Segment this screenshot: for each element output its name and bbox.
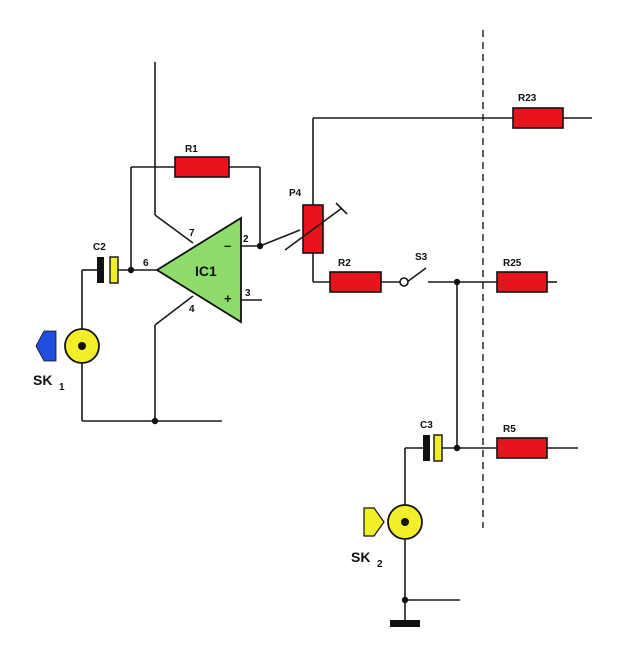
opamp-label: IC1 (195, 263, 217, 279)
capacitor-c2: C2 (93, 242, 119, 284)
c2-plate (109, 256, 119, 284)
r2-label: R2 (338, 258, 351, 269)
potentiometer-p4: P4 (284, 188, 348, 254)
c3-label: C3 (420, 420, 433, 431)
r1-label: R1 (185, 144, 198, 155)
sk2-label: SK (351, 549, 370, 565)
output-arrow-icon (363, 507, 385, 537)
opamp-plus-sign: + (224, 291, 232, 306)
jack-sk1: SK 1 (33, 328, 100, 393)
resistor-r1 (174, 156, 230, 178)
opamp-ic1: IC1 – + 2 3 6 7 4 (143, 216, 251, 324)
switch-s3: S3 (399, 252, 428, 287)
ground-symbol (390, 620, 420, 627)
capacitor-c3: C3 (420, 420, 443, 462)
pin-7-label: 7 (189, 228, 195, 239)
opamp-triangle (155, 216, 242, 324)
pin-4-label: 4 (189, 304, 195, 315)
resistor-r25 (496, 271, 548, 293)
r23-label: R23 (518, 93, 537, 104)
p4-label: P4 (289, 188, 302, 199)
r25-label: R25 (503, 258, 522, 269)
sk2-subscript: 2 (377, 559, 383, 570)
jack-sk2: SK 2 (351, 504, 423, 570)
r5-label: R5 (503, 424, 516, 435)
s3-label: S3 (415, 252, 428, 263)
junction-dots (127, 242, 461, 604)
resistor-r2 (329, 271, 382, 293)
c2-label: C2 (93, 242, 106, 253)
input-arrow-icon (35, 330, 57, 362)
pin-2-label: 2 (243, 234, 249, 245)
c3-plate (433, 434, 443, 462)
pin-3-label: 3 (245, 288, 251, 299)
resistor-r5 (496, 437, 548, 459)
pin-6-label: 6 (143, 258, 149, 269)
resistor-r23 (512, 107, 564, 129)
sk1-label: SK (33, 372, 52, 388)
opamp-minus-sign: – (224, 238, 231, 253)
sk1-subscript: 1 (59, 382, 65, 393)
wiring (81, 62, 592, 622)
